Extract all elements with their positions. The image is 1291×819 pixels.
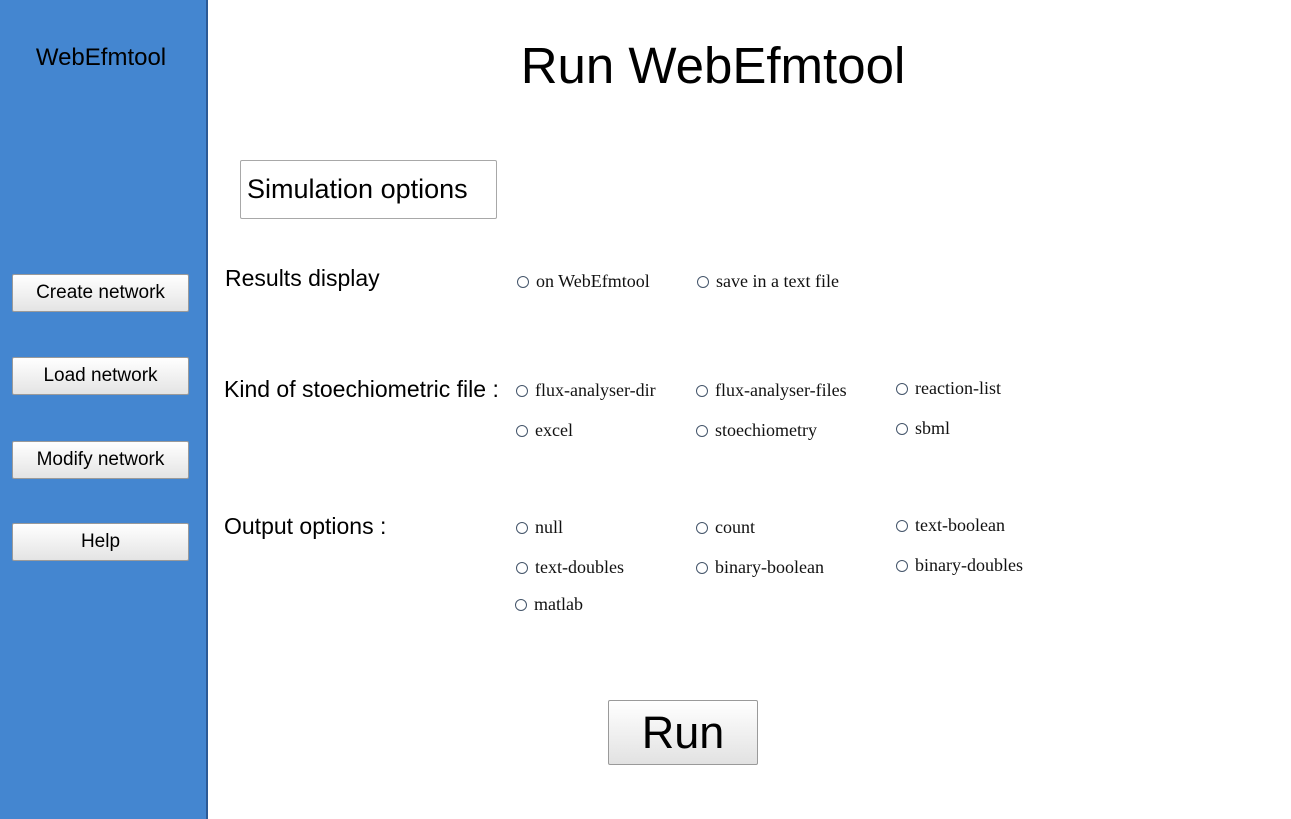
- page-title: Run WebEfmtool: [520, 37, 906, 94]
- radio-file-sbml[interactable]: sbml: [896, 418, 950, 439]
- radio-label: text-boolean: [915, 515, 1005, 535]
- radio-output-binary-boolean[interactable]: binary-boolean: [696, 557, 824, 578]
- radio-file-reaction-list[interactable]: reaction-list: [896, 378, 1001, 399]
- radio-circle-icon[interactable]: [697, 275, 709, 288]
- radio-label: sbml: [915, 418, 951, 438]
- radio-label: binary-boolean: [715, 557, 824, 577]
- radio-circle-icon[interactable]: [516, 521, 528, 534]
- radio-circle-icon[interactable]: [696, 384, 708, 397]
- load-network-button[interactable]: Load network: [12, 357, 189, 395]
- radio-results-save-text-file[interactable]: save in a text file: [697, 271, 839, 292]
- radio-circle-icon[interactable]: [696, 521, 708, 534]
- radio-output-count[interactable]: count: [696, 517, 755, 538]
- radio-output-matlab[interactable]: matlab: [515, 594, 583, 615]
- radio-label: excel: [535, 420, 573, 440]
- radio-label: flux-analyser-files: [715, 380, 847, 400]
- stoechiometric-file-label: Kind of stoechiometric file :: [224, 376, 499, 402]
- radio-file-excel[interactable]: excel: [516, 420, 573, 441]
- radio-output-text-boolean[interactable]: text-boolean: [896, 515, 1005, 536]
- radio-circle-icon[interactable]: [516, 384, 528, 397]
- modify-network-button[interactable]: Modify network: [12, 441, 189, 479]
- run-button[interactable]: Run: [608, 700, 758, 765]
- radio-label: null: [535, 517, 564, 537]
- radio-label: stoechiometry: [715, 420, 817, 440]
- radio-label: reaction-list: [915, 378, 1001, 398]
- radio-label: text-doubles: [535, 557, 624, 577]
- radio-file-flux-analyser-dir[interactable]: flux-analyser-dir: [516, 380, 656, 401]
- results-display-label: Results display: [225, 265, 380, 291]
- radio-label: binary-doubles: [915, 555, 1023, 575]
- radio-circle-icon[interactable]: [515, 598, 527, 611]
- radio-label: matlab: [534, 594, 583, 614]
- radio-circle-icon[interactable]: [516, 424, 528, 437]
- radio-file-flux-analyser-files[interactable]: flux-analyser-files: [696, 380, 847, 401]
- radio-circle-icon[interactable]: [896, 559, 908, 572]
- radio-circle-icon[interactable]: [696, 424, 708, 437]
- sidebar: WebEfmtool Create network Load network M…: [0, 0, 208, 819]
- radio-label: on WebEfmtool: [536, 271, 650, 291]
- radio-file-stoechiometry[interactable]: stoechiometry: [696, 420, 817, 441]
- radio-circle-icon[interactable]: [896, 382, 908, 395]
- simulation-options-heading: Simulation options: [240, 160, 497, 219]
- radio-output-null[interactable]: null: [516, 517, 563, 538]
- help-button[interactable]: Help: [12, 523, 189, 561]
- radio-label: count: [715, 517, 755, 537]
- radio-circle-icon[interactable]: [517, 275, 529, 288]
- output-options-label: Output options :: [224, 513, 387, 539]
- sidebar-brand: WebEfmtool: [35, 44, 167, 71]
- radio-circle-icon[interactable]: [896, 519, 908, 532]
- radio-circle-icon[interactable]: [896, 422, 908, 435]
- radio-label: flux-analyser-dir: [535, 380, 656, 400]
- radio-circle-icon[interactable]: [516, 561, 528, 574]
- radio-label: save in a text file: [716, 271, 839, 291]
- radio-output-text-doubles[interactable]: text-doubles: [516, 557, 624, 578]
- radio-output-binary-doubles[interactable]: binary-doubles: [896, 555, 1023, 576]
- create-network-button[interactable]: Create network: [12, 274, 189, 312]
- radio-results-on-webefmtool[interactable]: on WebEfmtool: [517, 271, 650, 292]
- radio-circle-icon[interactable]: [696, 561, 708, 574]
